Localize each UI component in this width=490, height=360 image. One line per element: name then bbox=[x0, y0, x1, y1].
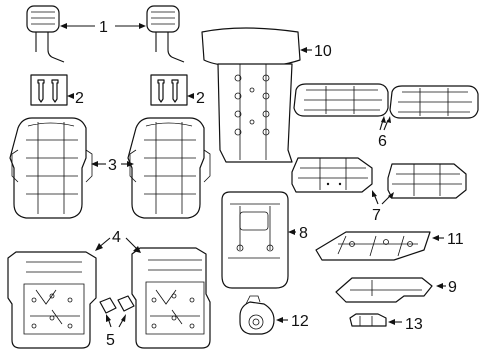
seat-back-panel: 8 bbox=[221, 191, 308, 289]
callout-2-right: 2 bbox=[196, 90, 205, 107]
cushion-cover-left bbox=[293, 83, 389, 117]
recliner-mechanism: 12 bbox=[239, 295, 309, 335]
callout-1-group: 1 bbox=[60, 19, 146, 36]
callout-9: 9 bbox=[448, 279, 457, 296]
headrest-guides-left: 2 bbox=[30, 74, 84, 107]
headrest-right bbox=[146, 5, 185, 63]
callout-2-left: 2 bbox=[75, 90, 84, 107]
cushion-right bbox=[387, 163, 467, 199]
callout-1: 1 bbox=[99, 19, 108, 36]
trim-pieces: 5 bbox=[99, 295, 135, 349]
callout-5: 5 bbox=[106, 332, 115, 349]
seat-back-cover-left bbox=[9, 117, 93, 219]
seat-back-pad: 10 bbox=[201, 27, 332, 163]
headrest-left bbox=[26, 5, 65, 63]
cushion-left bbox=[291, 157, 373, 193]
bracket: 13 bbox=[349, 313, 423, 333]
callout-11: 11 bbox=[447, 231, 464, 248]
seat-back-frame-right bbox=[131, 247, 211, 349]
callout-4-group: 4 bbox=[95, 229, 141, 253]
callout-3-group: 3 bbox=[91, 157, 134, 174]
callout-3: 3 bbox=[108, 157, 117, 174]
headrest-guides-right: 2 bbox=[150, 74, 205, 107]
callout-7: 7 bbox=[372, 207, 381, 224]
callout-8: 8 bbox=[299, 225, 308, 242]
callout-12: 12 bbox=[291, 313, 309, 330]
seat-back-frame-left bbox=[7, 251, 97, 349]
seat-back-cover-right bbox=[127, 117, 211, 219]
cushion-cover-right bbox=[389, 85, 479, 119]
callout-6: 6 bbox=[378, 133, 387, 150]
track-cover: 9 bbox=[335, 277, 457, 303]
callout-4: 4 bbox=[112, 229, 121, 246]
callout-6-group: 6 bbox=[378, 116, 391, 150]
seat-pan: 11 bbox=[315, 231, 464, 261]
callout-10: 10 bbox=[314, 43, 332, 60]
callout-7-group: 7 bbox=[372, 190, 394, 224]
callout-13: 13 bbox=[405, 316, 423, 333]
